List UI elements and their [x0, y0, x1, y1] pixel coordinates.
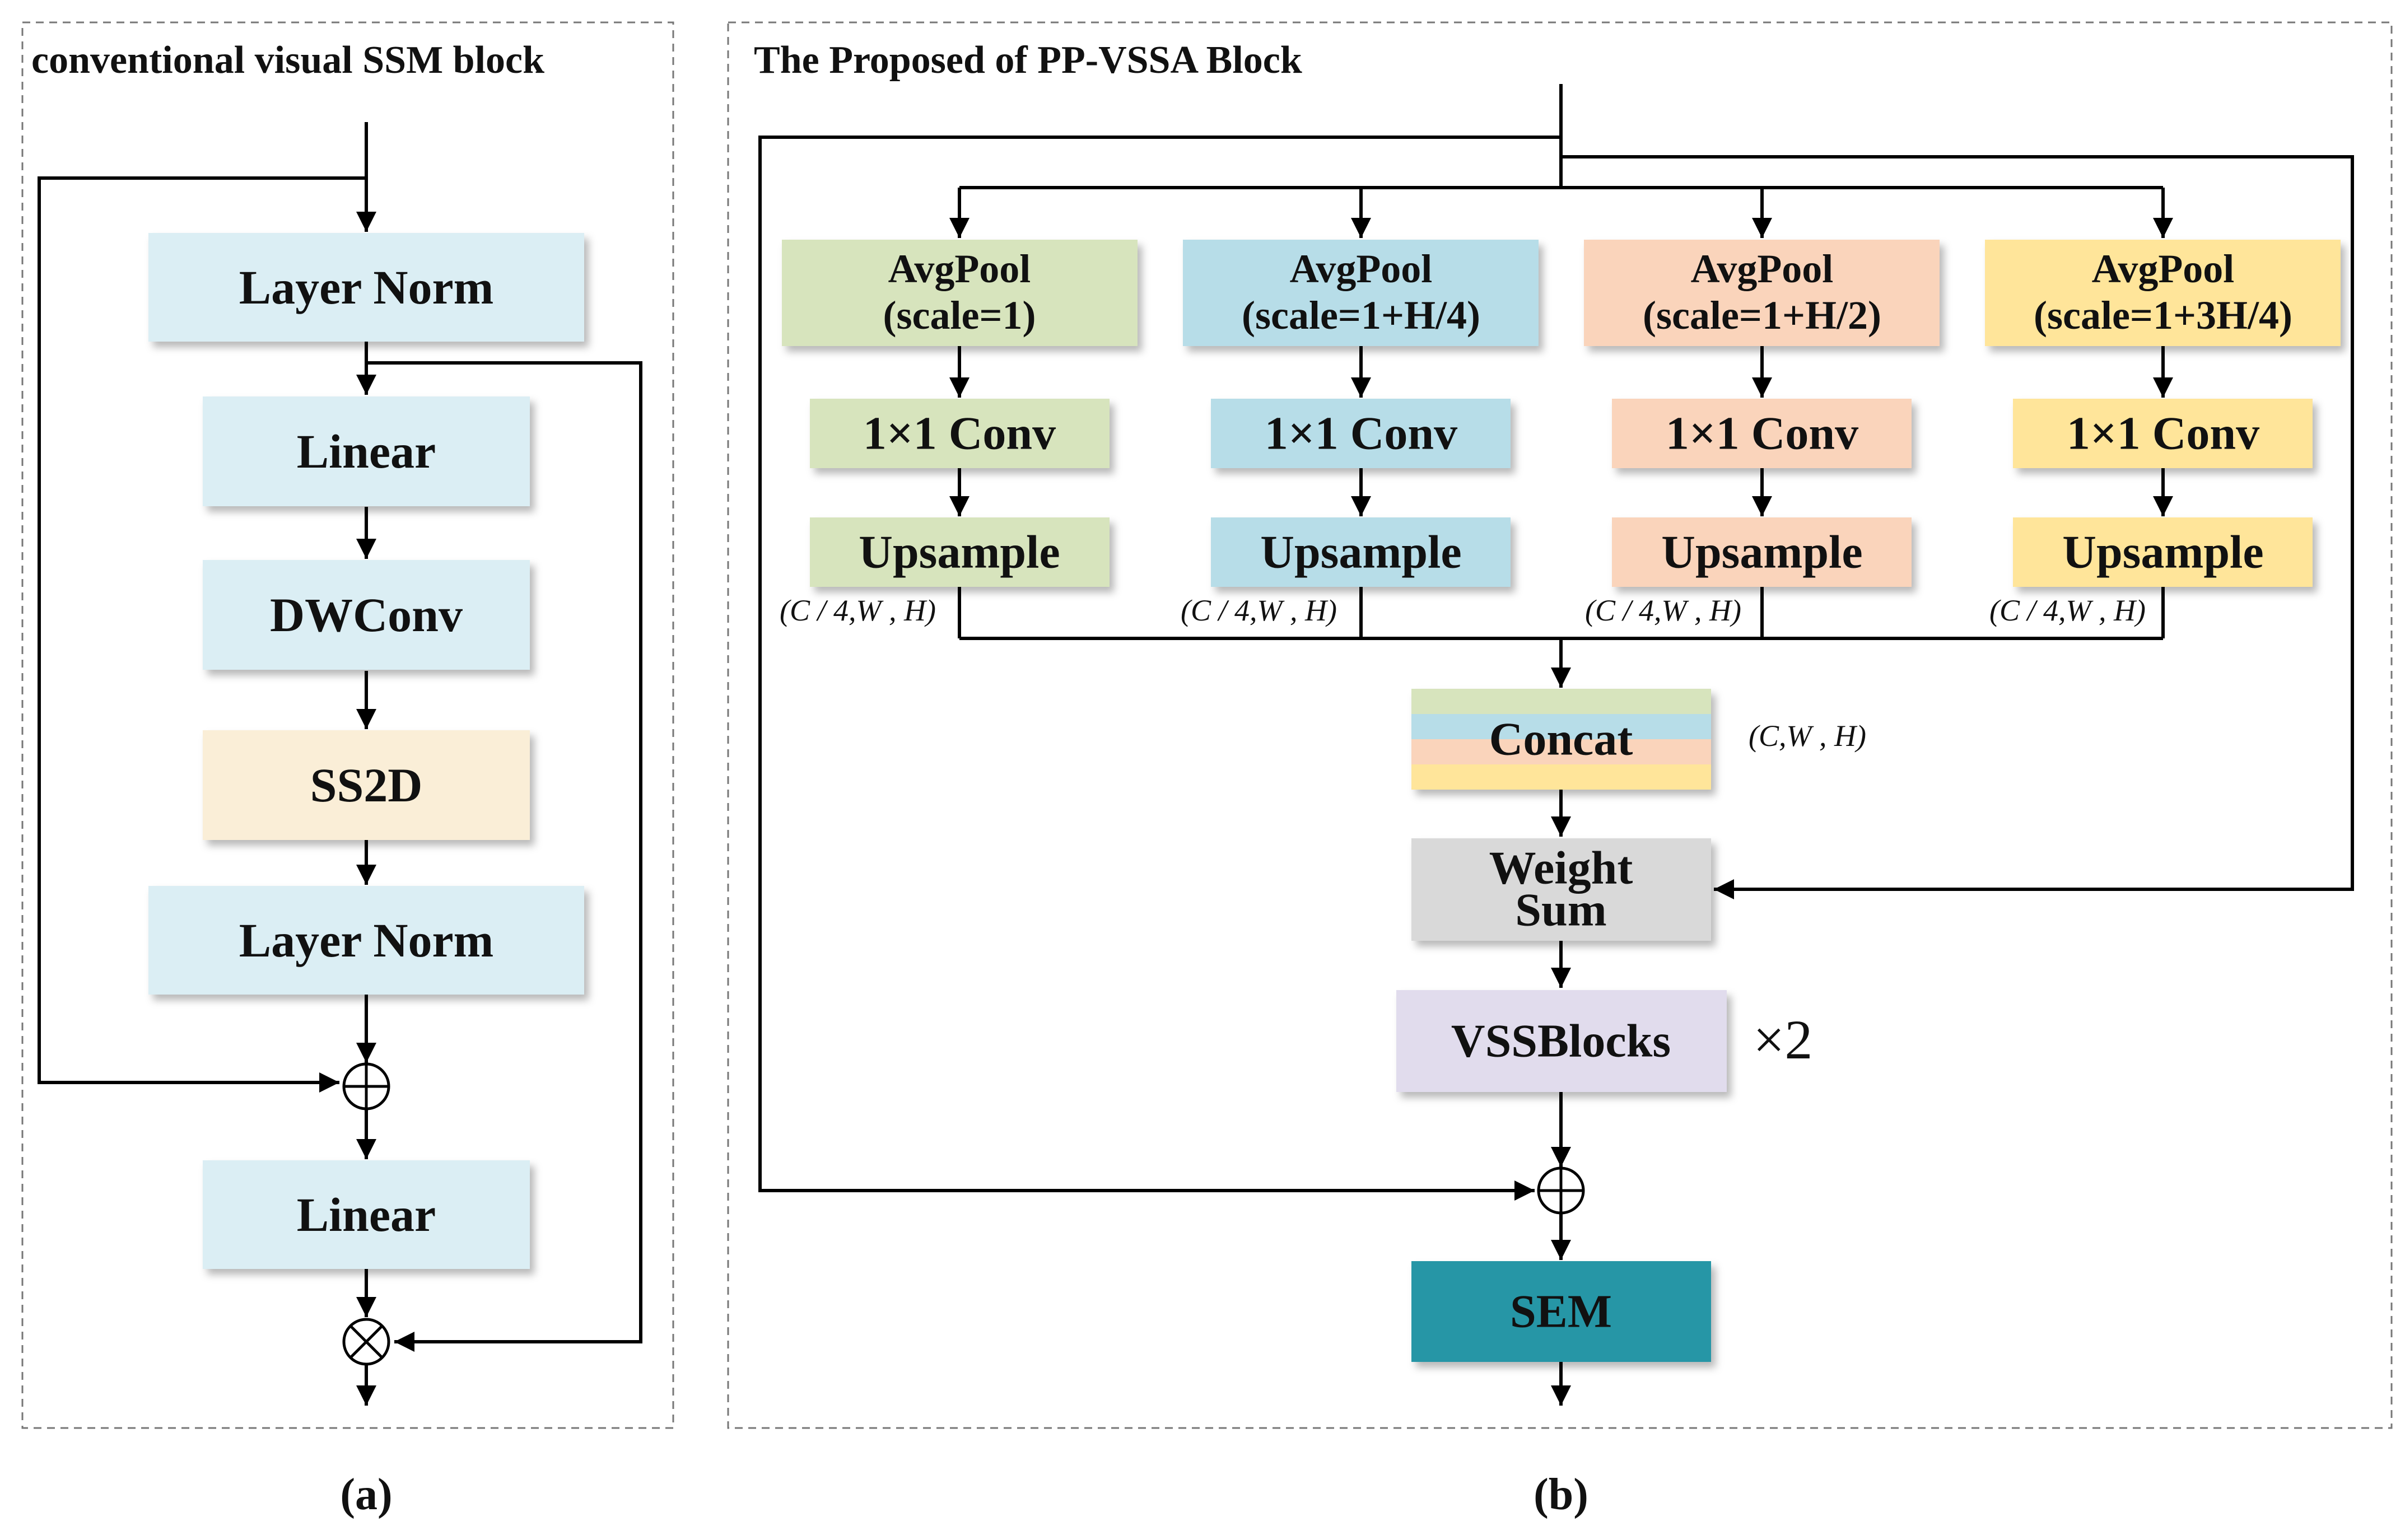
- add-symbol: [342, 1062, 390, 1110]
- avgpool-block-2: AvgPool (scale=1+H/4): [1183, 240, 1539, 346]
- conv-block-4: 1×1 Conv: [2013, 399, 2313, 468]
- layer-norm-block-1: Layer Norm: [148, 233, 584, 342]
- svg-text:Upsample: Upsample: [859, 526, 1060, 578]
- layer-norm-block-2: Layer Norm: [148, 886, 584, 995]
- svg-text:(scale=1+H/2): (scale=1+H/2): [1643, 293, 1881, 338]
- svg-text:(scale=1+3H/4): (scale=1+3H/4): [2034, 293, 2292, 338]
- svg-text:AvgPool: AvgPool: [1290, 246, 1433, 291]
- svg-text:DWConv: DWConv: [270, 588, 463, 642]
- upsample-block-3: Upsample: [1612, 517, 1912, 587]
- svg-text:1×1 Conv: 1×1 Conv: [1265, 408, 1457, 460]
- svg-text:Linear: Linear: [297, 424, 436, 478]
- add-symbol-b: [1537, 1166, 1585, 1215]
- sem-block: SEM: [1411, 1261, 1711, 1362]
- svg-text:(scale=1): (scale=1): [883, 293, 1036, 338]
- svg-text:Concat: Concat: [1489, 713, 1633, 766]
- svg-text:SEM: SEM: [1510, 1286, 1612, 1338]
- concat-shape-label: (C,W , H): [1749, 719, 1866, 753]
- branch-shape-label-1: (C / 4,W , H): [780, 594, 936, 627]
- avgpool-block-4: AvgPool (scale=1+3H/4): [1985, 240, 2341, 346]
- panel-a-title: conventional visual SSM block: [31, 39, 544, 82]
- panel-b-frame: [727, 21, 2393, 1429]
- avgpool-block-3: AvgPool (scale=1+H/2): [1584, 240, 1940, 346]
- svg-text:1×1 Conv: 1×1 Conv: [863, 408, 1056, 460]
- svg-text:Weight: Weight: [1489, 842, 1633, 894]
- panel-b-title: The Proposed of PP-VSSA Block: [754, 39, 1302, 82]
- svg-text:Layer Norm: Layer Norm: [239, 260, 494, 314]
- conv-block-3: 1×1 Conv: [1612, 399, 1912, 468]
- panel-a-caption: (a): [340, 1470, 392, 1519]
- svg-text:AvgPool: AvgPool: [888, 246, 1031, 291]
- panel-b-connectors: [758, 84, 2354, 1406]
- ss2d-block: SS2D: [203, 730, 530, 840]
- svg-text:Layer Norm: Layer Norm: [239, 913, 494, 967]
- svg-text:AvgPool: AvgPool: [1691, 246, 1834, 291]
- svg-text:Sum: Sum: [1515, 884, 1606, 936]
- concat-block: Concat: [1411, 689, 1711, 790]
- svg-text:VSSBlocks: VSSBlocks: [1451, 1015, 1671, 1067]
- avgpool-block-1: AvgPool (scale=1): [782, 240, 1138, 346]
- upsample-block-2: Upsample: [1211, 517, 1511, 587]
- branch-shape-label-4: (C / 4,W , H): [1989, 594, 2146, 627]
- multiply-symbol: [342, 1318, 390, 1366]
- svg-text:Linear: Linear: [297, 1188, 436, 1242]
- branch-shape-label-2: (C / 4,W , H): [1181, 594, 1337, 627]
- upsample-block-4: Upsample: [2013, 517, 2313, 587]
- branch-shape-label-3: (C / 4,W , H): [1585, 594, 1741, 627]
- svg-text:(scale=1+H/4): (scale=1+H/4): [1242, 293, 1480, 338]
- svg-text:Upsample: Upsample: [2062, 526, 2263, 578]
- svg-text:Upsample: Upsample: [1661, 526, 1862, 578]
- panel-b-caption: (b): [1534, 1470, 1588, 1519]
- svg-text:1×1 Conv: 1×1 Conv: [2067, 408, 2259, 460]
- linear-block-2: Linear: [203, 1160, 530, 1269]
- svg-text:SS2D: SS2D: [310, 758, 423, 812]
- svg-text:1×1 Conv: 1×1 Conv: [1666, 408, 1858, 460]
- conv-block-1: 1×1 Conv: [810, 399, 1110, 468]
- weight-sum-block: Weight Sum: [1411, 838, 1711, 941]
- conv-block-2: 1×1 Conv: [1211, 399, 1511, 468]
- svg-text:Upsample: Upsample: [1260, 526, 1461, 578]
- panel-a-connectors: [38, 122, 642, 1406]
- svg-text:AvgPool: AvgPool: [2092, 246, 2235, 291]
- dwconv-block: DWConv: [203, 560, 530, 670]
- panel-a-frame: [21, 21, 674, 1429]
- vss-blocks-block: VSSBlocks: [1396, 990, 1727, 1092]
- linear-block-1: Linear: [203, 396, 530, 506]
- upsample-block-1: Upsample: [810, 517, 1110, 587]
- repeat-label: ×2: [1753, 1009, 1812, 1071]
